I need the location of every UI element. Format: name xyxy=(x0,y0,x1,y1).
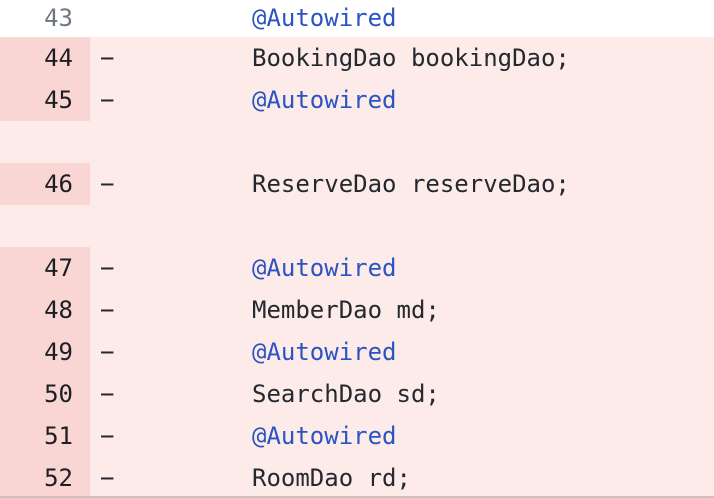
diff-marker: − xyxy=(100,254,115,282)
code-text: @Autowired xyxy=(252,86,397,114)
line-number[interactable]: 48 xyxy=(0,289,90,331)
line-number[interactable]: 51 xyxy=(0,415,90,457)
diff-row: 44 − BookingDao bookingDao; xyxy=(0,37,714,79)
diff-marker: − xyxy=(100,338,115,366)
line-number[interactable]: 44 xyxy=(0,37,90,79)
code-text: MemberDao md; xyxy=(252,296,440,324)
line-number[interactable]: 45 xyxy=(0,79,90,121)
diff-row: 45 − @Autowired xyxy=(0,79,714,163)
line-number[interactable]: 49 xyxy=(0,331,90,373)
diff-row: 52 − RoomDao rd; xyxy=(0,457,714,498)
diff-marker: − xyxy=(100,296,115,324)
diff-marker: − xyxy=(100,44,115,72)
diff-marker: − xyxy=(100,86,115,114)
diff-row: 43 @Autowired xyxy=(0,0,714,37)
diff-marker: − xyxy=(100,170,115,198)
diff-marker: − xyxy=(100,422,115,450)
diff-row: 50 − SearchDao sd; xyxy=(0,373,714,415)
next-row-edge xyxy=(0,496,714,498)
code-text: BookingDao bookingDao; xyxy=(252,44,570,72)
code-text: RoomDao rd; xyxy=(252,464,411,492)
diff-row: 48 − MemberDao md; xyxy=(0,289,714,331)
line-number[interactable]: 47 xyxy=(0,247,90,289)
line-number[interactable]: 52 xyxy=(0,457,90,498)
code-text: @Autowired xyxy=(252,4,397,32)
diff-row: 46 − ReserveDao reserveDao; xyxy=(0,163,714,247)
diff-marker xyxy=(100,0,252,37)
code-text: @Autowired xyxy=(252,422,397,450)
diff-row: 51 − @Autowired xyxy=(0,415,714,457)
diff-row: 47 − @Autowired xyxy=(0,247,714,289)
code-text: SearchDao sd; xyxy=(252,380,440,408)
line-number[interactable]: 50 xyxy=(0,373,90,415)
code-text: @Autowired xyxy=(252,254,397,282)
diff-marker: − xyxy=(100,380,115,408)
code-text: ReserveDao reserveDao; xyxy=(252,170,570,198)
line-number[interactable]: 46 xyxy=(0,163,90,205)
diff-row: 49 − @Autowired xyxy=(0,331,714,373)
diff-marker: − xyxy=(100,464,115,492)
code-text: @Autowired xyxy=(252,338,397,366)
line-number[interactable]: 43 xyxy=(0,0,90,37)
